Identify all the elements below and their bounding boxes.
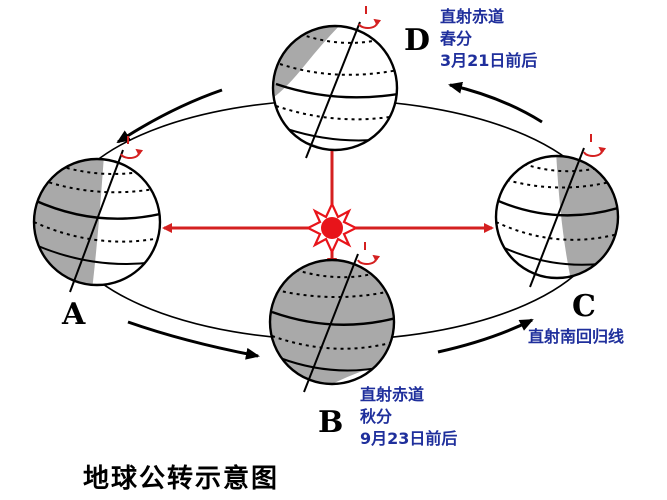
position-a-label: A bbox=[62, 297, 86, 332]
position-d-note-line-2: 春分 bbox=[440, 29, 473, 48]
earth-d bbox=[271, 21, 399, 159]
position-d-label: D bbox=[404, 23, 431, 58]
position-c-label: C bbox=[572, 289, 596, 324]
diagram-caption: 地球公转示意图 bbox=[83, 464, 280, 494]
sun-icon bbox=[305, 201, 359, 255]
position-d-note-line-3: 3月21日前后 bbox=[440, 51, 538, 70]
position-b-note-line-3: 9月23日前后 bbox=[360, 429, 458, 448]
earth-b bbox=[268, 253, 396, 393]
position-c-note-line-1: 直射南回归线 bbox=[528, 327, 625, 346]
position-b-note-line-1: 直射赤道 bbox=[360, 385, 425, 404]
orbit-direction-arrow-top-left bbox=[116, 88, 223, 144]
position-c-note: 直射南回归线 bbox=[528, 326, 624, 348]
earth-a bbox=[32, 149, 162, 293]
position-d-note-line-1: 直射赤道 bbox=[440, 7, 505, 26]
orbit-direction-arrow-bottom-right bbox=[437, 318, 534, 354]
position-b-note: 直射赤道 秋分 9月23日前后 bbox=[360, 384, 457, 450]
earth-c bbox=[494, 147, 620, 288]
position-d-note: 直射赤道 春分 3月21日前后 bbox=[440, 6, 537, 72]
rotation-arrow-icon bbox=[120, 136, 144, 160]
position-b-label: B bbox=[318, 405, 344, 440]
rotation-arrow-icon bbox=[583, 134, 607, 158]
position-b-note-line-2: 秋分 bbox=[360, 407, 393, 426]
orbit-direction-arrow-bottom-left bbox=[127, 320, 260, 360]
orbit-direction-arrow-top-right bbox=[448, 81, 543, 124]
rotation-arrow-icon bbox=[357, 242, 381, 266]
rotation-arrow-icon bbox=[358, 6, 382, 30]
